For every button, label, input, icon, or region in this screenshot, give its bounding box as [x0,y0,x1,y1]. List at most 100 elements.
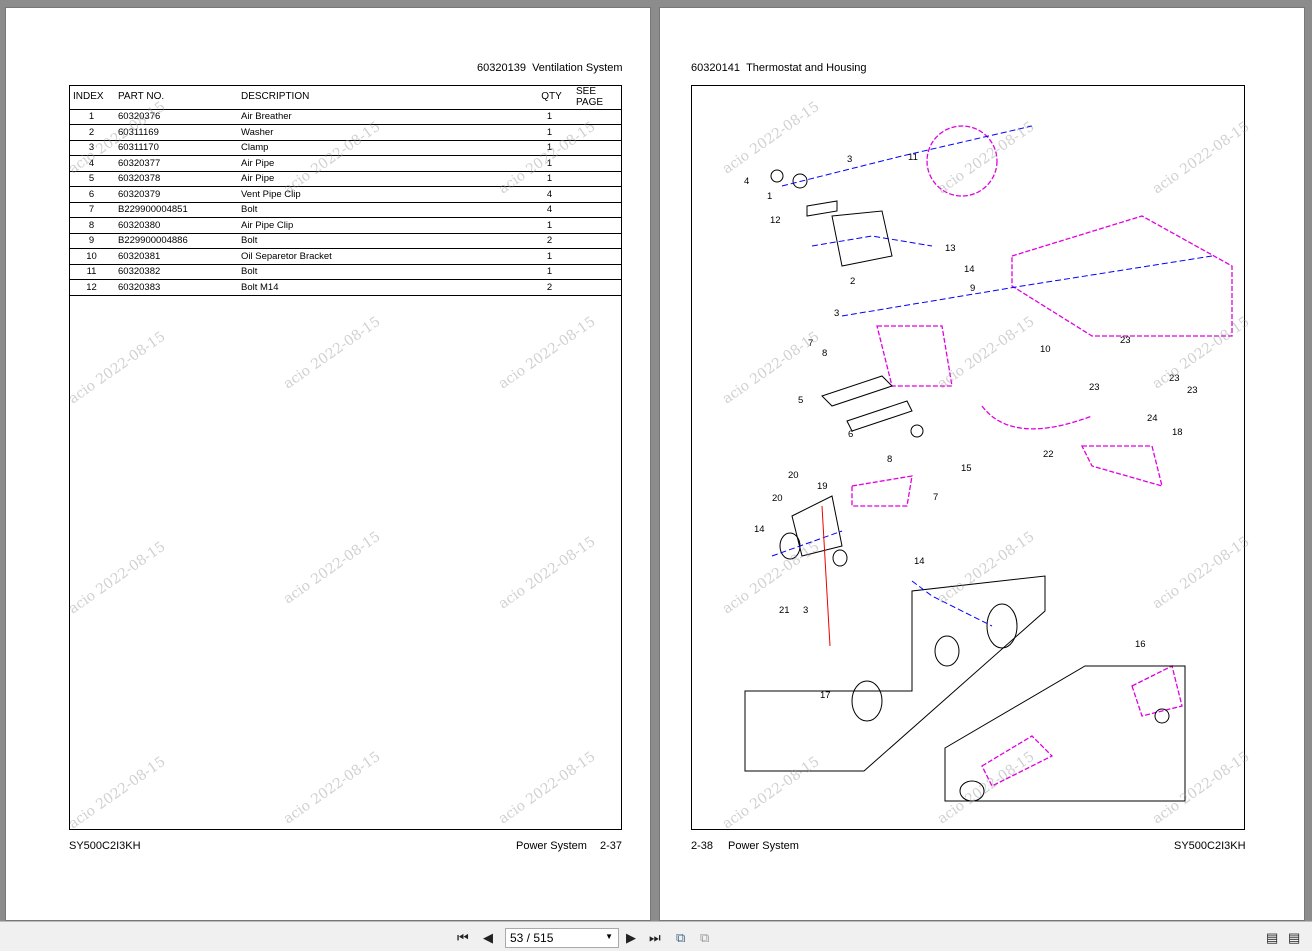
table-cell [572,109,622,125]
part-callout: 7 [933,492,939,503]
rotate-left-icon[interactable]: ⧉ [676,930,686,945]
table-cell: 1 [527,140,572,156]
table-cell: 7 [69,202,114,218]
table-cell: 60311169 [114,124,237,141]
part-callout: 3 [847,154,853,165]
table-cell: 9 [69,233,114,249]
table-cell: 1 [527,248,572,265]
table-cell [572,155,622,172]
table-cell: B229900004886 [114,233,237,249]
footer-model: SY500C2I3KH [1174,840,1246,852]
table-cell [572,202,622,218]
table-cell: 11 [69,264,114,280]
part-callout: 16 [1135,639,1146,650]
part-callout: 4 [744,176,750,187]
table-cell [572,217,622,234]
part-callout: 18 [1172,427,1183,438]
section-code: 60320141 [691,62,740,74]
part-callout: 13 [945,243,956,254]
table-cell: 60320377 [114,155,237,172]
table-cell: 10 [69,248,114,265]
table-cell: Air Pipe [237,155,527,172]
table-cell [572,279,622,296]
part-callout: 23 [1169,373,1180,384]
table-cell: 2 [527,233,572,249]
table-cell [572,248,622,265]
column-header: QTY [527,85,572,110]
part-callout: 20 [788,470,799,481]
table-cell: 1 [527,124,572,141]
table-cell: Vent Pipe Clip [237,186,527,203]
last-page-button[interactable]: ⏭ [649,930,661,945]
part-callout: 11 [908,152,918,163]
pdf-toolbar: ⏮ ◀ 53 / 515▼ ▶ ⏭ ⧉ ⧉ ▤ ▤ [0,921,1312,951]
table-cell: 2 [69,124,114,141]
page-selector[interactable]: 53 / 515▼ [505,928,619,948]
table-cell: 8 [69,217,114,234]
part-callout: 1 [767,191,773,202]
table-cell: 1 [527,155,572,172]
part-callout: 23 [1120,335,1131,346]
table-cell: 4 [527,186,572,203]
part-callout: 22 [1043,449,1054,460]
table-cell [572,233,622,249]
table-cell: Air Pipe Clip [237,217,527,234]
part-callout: 7 [808,338,814,349]
table-cell: 3 [69,140,114,156]
section-title: Thermostat and Housing [746,62,867,74]
column-header: INDEX [69,85,114,110]
previous-page-button[interactable]: ◀ [483,930,493,945]
table-cell: B229900004851 [114,202,237,218]
table-cell: 60320381 [114,248,237,265]
table-cell: 4 [527,202,572,218]
table-cell: 1 [527,171,572,187]
table-cell: 60311170 [114,140,237,156]
footer-model: SY500C2I3KH [69,840,141,852]
first-page-button[interactable]: ⏮ [457,930,469,945]
table-cell: 60320380 [114,217,237,234]
column-header: PART NO. [114,85,237,110]
rotate-right-icon[interactable]: ⧉ [700,930,710,945]
page-header: 60320139 Ventilation System [477,62,623,74]
part-callout: 3 [803,605,809,616]
table-cell: Washer [237,124,527,141]
table-cell: 12 [69,279,114,296]
next-page-button[interactable]: ▶ [626,930,636,945]
table-cell: 60320376 [114,109,237,125]
page-header: 60320141 Thermostat and Housing [691,62,867,74]
part-callout: 19 [817,481,828,492]
table-cell: 6 [69,186,114,203]
table-cell: Air Pipe [237,171,527,187]
continuous-view-icon[interactable]: ▤ [1288,930,1301,945]
part-callout: 23 [1089,382,1100,393]
part-callout: 10 [1040,344,1051,355]
table-cell: Bolt [237,264,527,280]
table-cell: Bolt [237,202,527,218]
part-callout: 8 [887,454,893,465]
single-page-view-icon[interactable]: ▤ [1266,930,1279,945]
part-callout: 14 [754,524,765,535]
footer-section: Power System [728,840,799,852]
table-cell: Air Breather [237,109,527,125]
table-cell: 4 [69,155,114,172]
table-cell: 60320379 [114,186,237,203]
footer-page-number: 2-37 [600,840,623,852]
table-cell: 1 [527,217,572,234]
section-code: 60320139 [477,62,526,74]
footer-section: Power System [516,840,587,852]
table-cell: 1 [527,109,572,125]
table-cell [572,264,622,280]
table-cell: 5 [69,171,114,187]
